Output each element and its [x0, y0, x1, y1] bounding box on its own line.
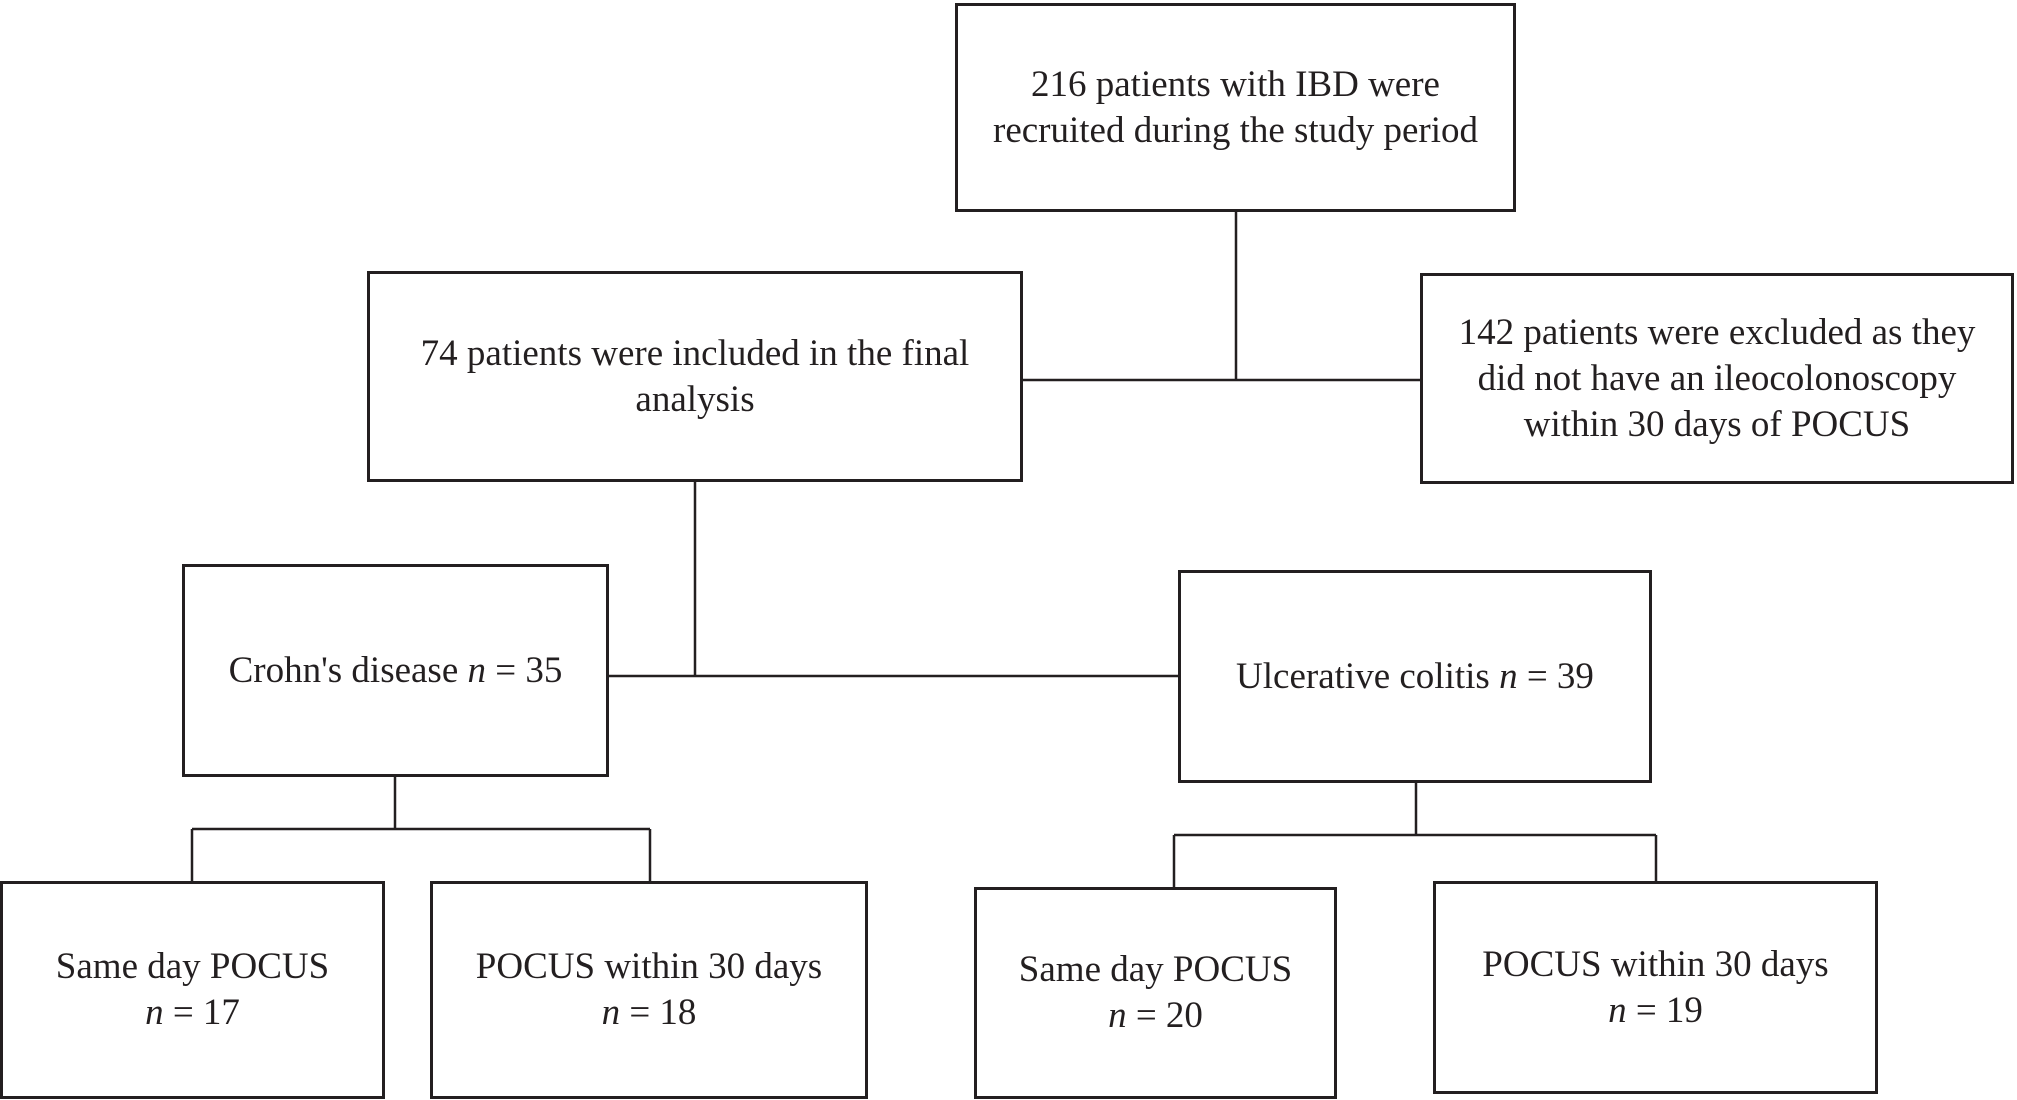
- crohns-disease-label-line: Crohn's disease n = 35: [229, 648, 563, 694]
- cd-within-30-label: POCUS within 30 days: [475, 946, 823, 987]
- excluded-line-3: within 30 days of POCUS: [1523, 403, 1911, 445]
- crohns-n-symbol: n: [467, 649, 487, 691]
- recruited-line-1: 216 patients with IBD were: [1031, 63, 1440, 105]
- cd-pocus-within-30-days-box: POCUS within 30 days n = 18: [430, 881, 868, 1099]
- recruited-line-2: recruited during the study period: [993, 109, 1478, 151]
- recruited-box: 216 patients with IBD were recruited dur…: [955, 3, 1516, 212]
- uc-same-day-label: Same day POCUS: [1018, 949, 1293, 990]
- uc-n-value: = 39: [1526, 655, 1594, 697]
- cd-same-day-pocus-box: Same day POCUS n = 17: [0, 881, 385, 1099]
- uc-n-symbol: n: [1499, 655, 1518, 697]
- uc-within-30-n-symbol: n: [1608, 989, 1627, 1031]
- cd-within-30-n-line: n = 18: [602, 990, 697, 1036]
- crohns-disease-box: Crohn's disease n = 35: [182, 564, 609, 777]
- uc-within-30-label: POCUS within 30 days: [1482, 943, 1829, 985]
- included-box: 74 patients were included in the final a…: [367, 271, 1023, 482]
- crohns-n-value: = 35: [495, 649, 563, 691]
- cd-same-day-n-value: = 17: [172, 992, 240, 1033]
- uc-same-day-n-symbol: n: [1108, 995, 1127, 1036]
- included-line-1: 74 patients were included in the final: [420, 332, 970, 374]
- cd-same-day-n-symbol: n: [145, 992, 164, 1033]
- crohns-disease-label: Crohn's disease: [228, 649, 459, 691]
- uc-within-30-n-value: = 19: [1635, 989, 1703, 1031]
- uc-same-day-n-line: n = 20: [1108, 993, 1203, 1039]
- excluded-line-1: 142 patients were excluded as they: [1458, 311, 1976, 353]
- cd-same-day-label: Same day POCUS: [55, 946, 330, 987]
- cd-same-day-n-line: n = 17: [145, 990, 240, 1036]
- uc-same-day-n-value: = 20: [1135, 995, 1203, 1036]
- uc-within-30-n-line: n = 19: [1608, 988, 1703, 1034]
- included-line-2: analysis: [635, 378, 755, 420]
- ulcerative-colitis-label: Ulcerative colitis: [1236, 655, 1490, 697]
- uc-pocus-within-30-days-box: POCUS within 30 days n = 19: [1433, 881, 1878, 1094]
- ulcerative-colitis-label-line: Ulcerative colitis n = 39: [1236, 654, 1594, 700]
- cd-within-30-n-symbol: n: [601, 992, 621, 1033]
- ulcerative-colitis-box: Ulcerative colitis n = 39: [1178, 570, 1652, 783]
- cd-within-30-n-value: = 18: [629, 992, 697, 1033]
- uc-same-day-pocus-box: Same day POCUS n = 20: [974, 887, 1337, 1099]
- excluded-box: 142 patients were excluded as they did n…: [1420, 273, 2014, 484]
- excluded-line-2: did not have an ileocolonoscopy: [1477, 357, 1957, 399]
